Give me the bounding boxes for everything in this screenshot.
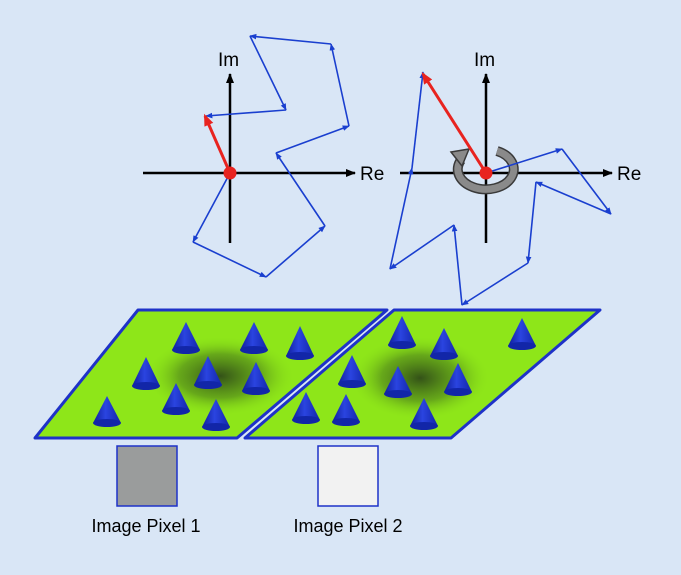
image-pixel-2: Image Pixel 2: [293, 445, 403, 536]
scatterer-cones: [292, 316, 536, 430]
rotation-arrow-icon: [449, 146, 519, 195]
pixel-swatch: [116, 445, 178, 507]
pixel-caption: Image Pixel 2: [293, 516, 402, 536]
random-walk-phasor-path: [389, 71, 612, 306]
origin-dot: [479, 166, 493, 180]
pixel-caption: Image Pixel 1: [91, 516, 200, 536]
real-axis-label: Re: [617, 164, 641, 185]
scatterer-cones: [93, 322, 314, 431]
imag-axis-label: Im: [474, 50, 495, 71]
phasor-diagram-left: Re Im: [143, 33, 384, 278]
real-axis-label: Re: [360, 164, 384, 185]
origin-dot: [223, 166, 237, 180]
resultant-phasor-arrow: [203, 113, 232, 174]
imag-axis-label: Im: [218, 50, 239, 71]
surface-plane-1: [33, 308, 389, 440]
random-walk-phasor-path: [192, 33, 350, 278]
resultant-phasor-arrow: [421, 71, 488, 174]
surface-plane-2: [243, 308, 602, 440]
image-pixel-1: Image Pixel 1: [91, 445, 201, 536]
pixel-swatch: [317, 445, 379, 507]
phasor-diagram-right: Re Im: [389, 50, 641, 306]
